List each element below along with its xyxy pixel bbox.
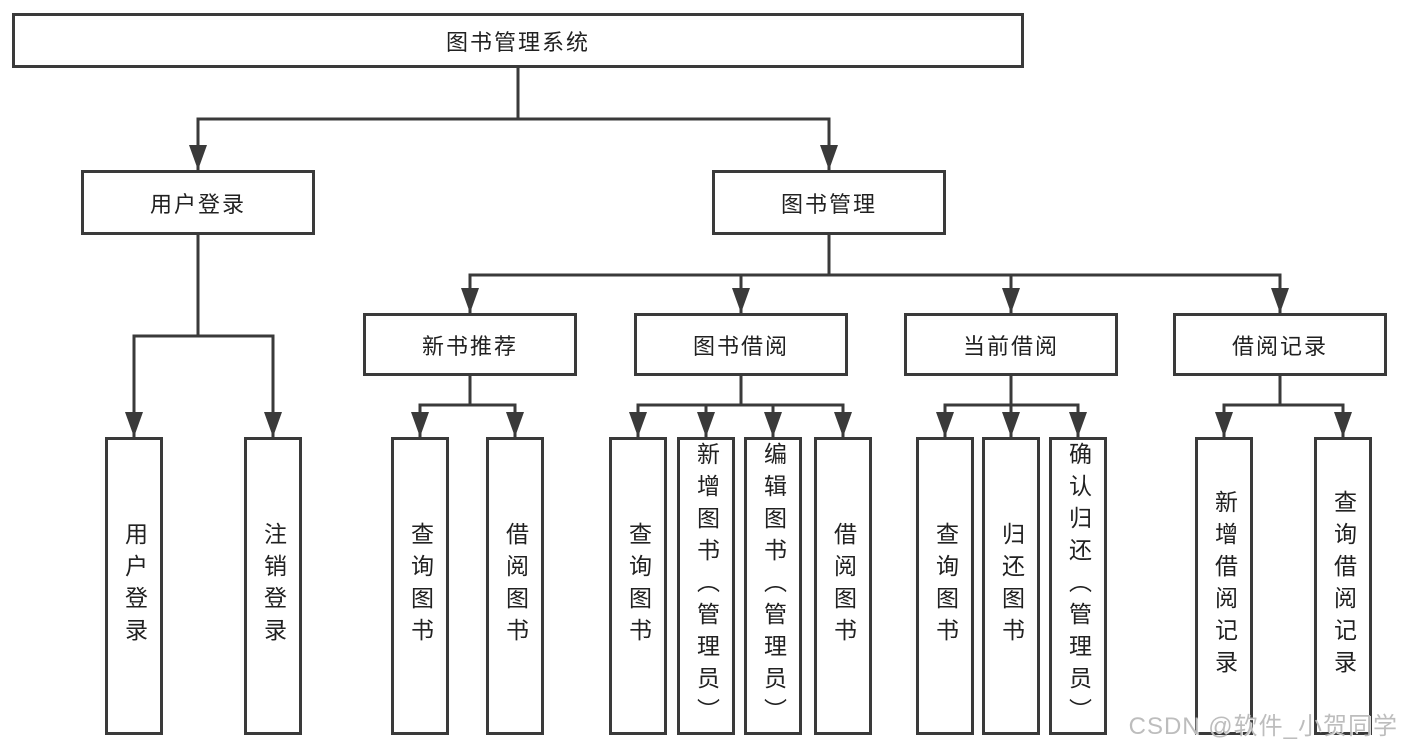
arrowhead-icon (125, 412, 143, 437)
arrowhead-icon (506, 412, 524, 437)
arrowhead-icon (697, 412, 715, 437)
node-new-book-recommend: 新书推荐 (363, 313, 577, 376)
arrowhead-icon (264, 412, 282, 437)
watermark: CSDN @软件_小贺同学 (1128, 713, 1398, 740)
node-label: 查询图书 (407, 522, 434, 650)
arrowhead-icon (1069, 412, 1087, 437)
arrowhead-icon (1334, 412, 1352, 437)
node-label: 用户登录 (121, 522, 148, 650)
connector-root-to-level2 (196, 68, 831, 170)
node-label: 借阅记录 (1231, 333, 1328, 359)
leaf-return-book: 归还图书 (982, 437, 1040, 735)
leaf-query-books-borrow: 查询图书 (609, 437, 667, 735)
leaf-borrow-books: 借阅图书 (814, 437, 872, 735)
arrowhead-icon (189, 145, 207, 170)
node-library-management-system: 图书管理系统 (12, 13, 1024, 68)
connector-newbook-to-leaves (418, 376, 517, 437)
node-label: 借阅图书 (830, 522, 857, 650)
node-label: 归还图书 (998, 522, 1025, 650)
arrowhead-icon (1271, 288, 1289, 313)
arrowhead-icon (629, 412, 647, 437)
node-book-borrowing: 图书借阅 (634, 313, 848, 376)
node-label: 用户登录 (149, 191, 246, 217)
node-label: 图书管理 (780, 191, 877, 217)
node-borrowing-records: 借阅记录 (1173, 313, 1387, 376)
node-label: 当前借阅 (962, 333, 1059, 359)
node-label: 注销登录 (260, 522, 287, 650)
arrowhead-icon (834, 412, 852, 437)
node-label: 确认归还（管理员） (1065, 442, 1092, 730)
arrowhead-icon (1002, 412, 1020, 437)
leaf-borrow-books-recommend: 借阅图书 (486, 437, 544, 735)
connector-userlogin-to-leaves (132, 235, 275, 437)
connector-bookborrow-to-leaves (636, 376, 845, 437)
connector-bookmgmt-to-level3 (468, 235, 1282, 313)
node-label: 查询图书 (932, 522, 959, 650)
leaf-add-book-admin: 新增图书（管理员） (677, 437, 735, 735)
node-label: 图书管理系统 (445, 29, 590, 55)
node-label: 查询图书 (625, 522, 652, 650)
leaf-query-books-recommend: 查询图书 (391, 437, 449, 735)
leaf-add-borrow-record: 新增借阅记录 (1195, 437, 1253, 735)
arrowhead-icon (764, 412, 782, 437)
arrowhead-icon (1002, 288, 1020, 313)
node-label: 新增图书（管理员） (693, 442, 720, 730)
leaf-confirm-return-admin: 确认归还（管理员） (1049, 437, 1107, 735)
node-label: 新增借阅记录 (1211, 490, 1238, 682)
arrowhead-icon (732, 288, 750, 313)
node-label: 编辑图书（管理员） (760, 442, 787, 730)
node-user-login: 用户登录 (81, 170, 315, 235)
node-label: 查询借阅记录 (1330, 490, 1357, 682)
leaf-user-login: 用户登录 (105, 437, 163, 735)
node-label: 借阅图书 (502, 522, 529, 650)
leaf-logout: 注销登录 (244, 437, 302, 735)
arrowhead-icon (461, 288, 479, 313)
leaf-query-books-current: 查询图书 (916, 437, 974, 735)
node-label: 新书推荐 (421, 333, 518, 359)
arrowhead-icon (411, 412, 429, 437)
leaf-edit-book-admin: 编辑图书（管理员） (744, 437, 802, 735)
node-book-management: 图书管理 (712, 170, 946, 235)
node-label: 图书借阅 (692, 333, 789, 359)
arrowhead-icon (820, 145, 838, 170)
connector-borrowrecords-to-leaves (1222, 376, 1345, 437)
arrowhead-icon (1215, 412, 1233, 437)
leaf-query-borrow-record: 查询借阅记录 (1314, 437, 1372, 735)
arrowhead-icon (936, 412, 954, 437)
node-current-borrowing: 当前借阅 (904, 313, 1118, 376)
